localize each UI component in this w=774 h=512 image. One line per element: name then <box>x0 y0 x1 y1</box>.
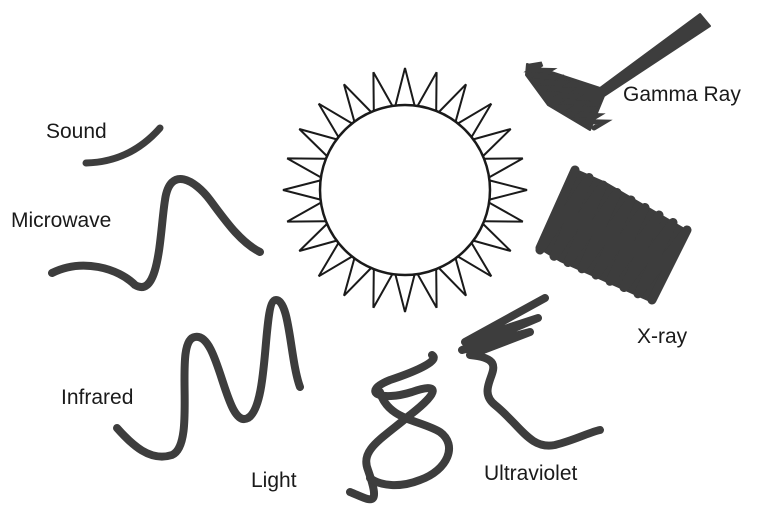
sun-ray <box>283 180 321 199</box>
label-gamma-ray: Gamma Ray <box>623 84 741 105</box>
ultraviolet-wave <box>462 298 600 446</box>
sun-ray <box>287 158 326 177</box>
sun-ray <box>287 203 326 222</box>
sun-ray <box>484 158 523 177</box>
xray-wave <box>537 168 688 302</box>
label-microwave: Microwave <box>11 210 111 231</box>
label-ultraviolet: Ultraviolet <box>484 463 577 484</box>
sun-ray <box>418 269 437 308</box>
sun-ray <box>418 72 437 111</box>
sun-disc <box>320 105 490 275</box>
sun-ray <box>484 203 523 222</box>
label-sound: Sound <box>46 121 107 142</box>
sun-ray <box>373 72 392 111</box>
infrared-wave <box>117 300 300 457</box>
gamma-ray-wave <box>526 14 710 130</box>
label-infrared: Infrared <box>61 387 133 408</box>
sun-ray <box>395 275 414 313</box>
sun-ray <box>373 269 392 308</box>
sun-ray <box>490 180 528 199</box>
label-xray: X-ray <box>637 326 687 347</box>
sun-ray <box>395 68 414 106</box>
label-light: Light <box>251 470 297 491</box>
microwave-wave <box>52 179 260 287</box>
